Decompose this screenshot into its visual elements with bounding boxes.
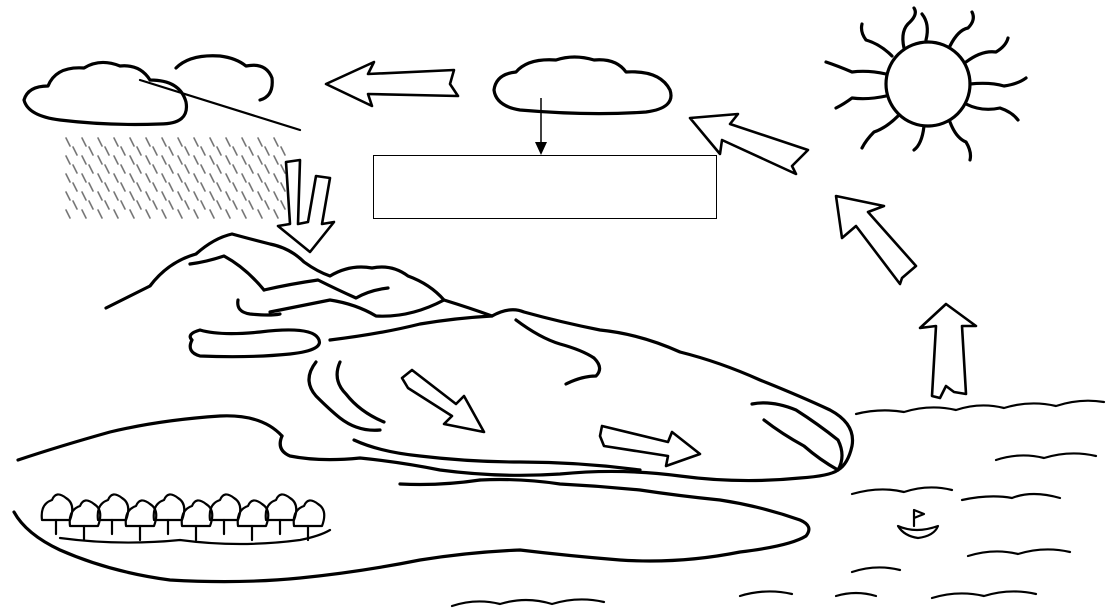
rain-icon: [65, 137, 286, 219]
sun-icon: [824, 6, 1028, 162]
runoff-arrow: [400, 368, 486, 434]
label-box[interactable]: [373, 155, 717, 219]
ground: [12, 414, 811, 584]
evaporation-arrow: [918, 302, 978, 400]
evaporation-arrow: [834, 194, 918, 286]
trees: [40, 493, 332, 546]
boat-icon: [896, 508, 940, 540]
label-pointer-arrow: [535, 98, 547, 155]
river: [188, 298, 386, 432]
cloud-movement-arrow: [324, 60, 460, 108]
mountain: [104, 232, 855, 472]
lake: [278, 434, 840, 483]
evaporation-arrow: [688, 112, 810, 176]
cloud-icon: [492, 55, 673, 116]
ocean: [450, 399, 1106, 608]
precipitation-arrow: [276, 158, 336, 254]
runoff-arrow: [598, 424, 702, 468]
cloud-icon: [22, 54, 302, 132]
